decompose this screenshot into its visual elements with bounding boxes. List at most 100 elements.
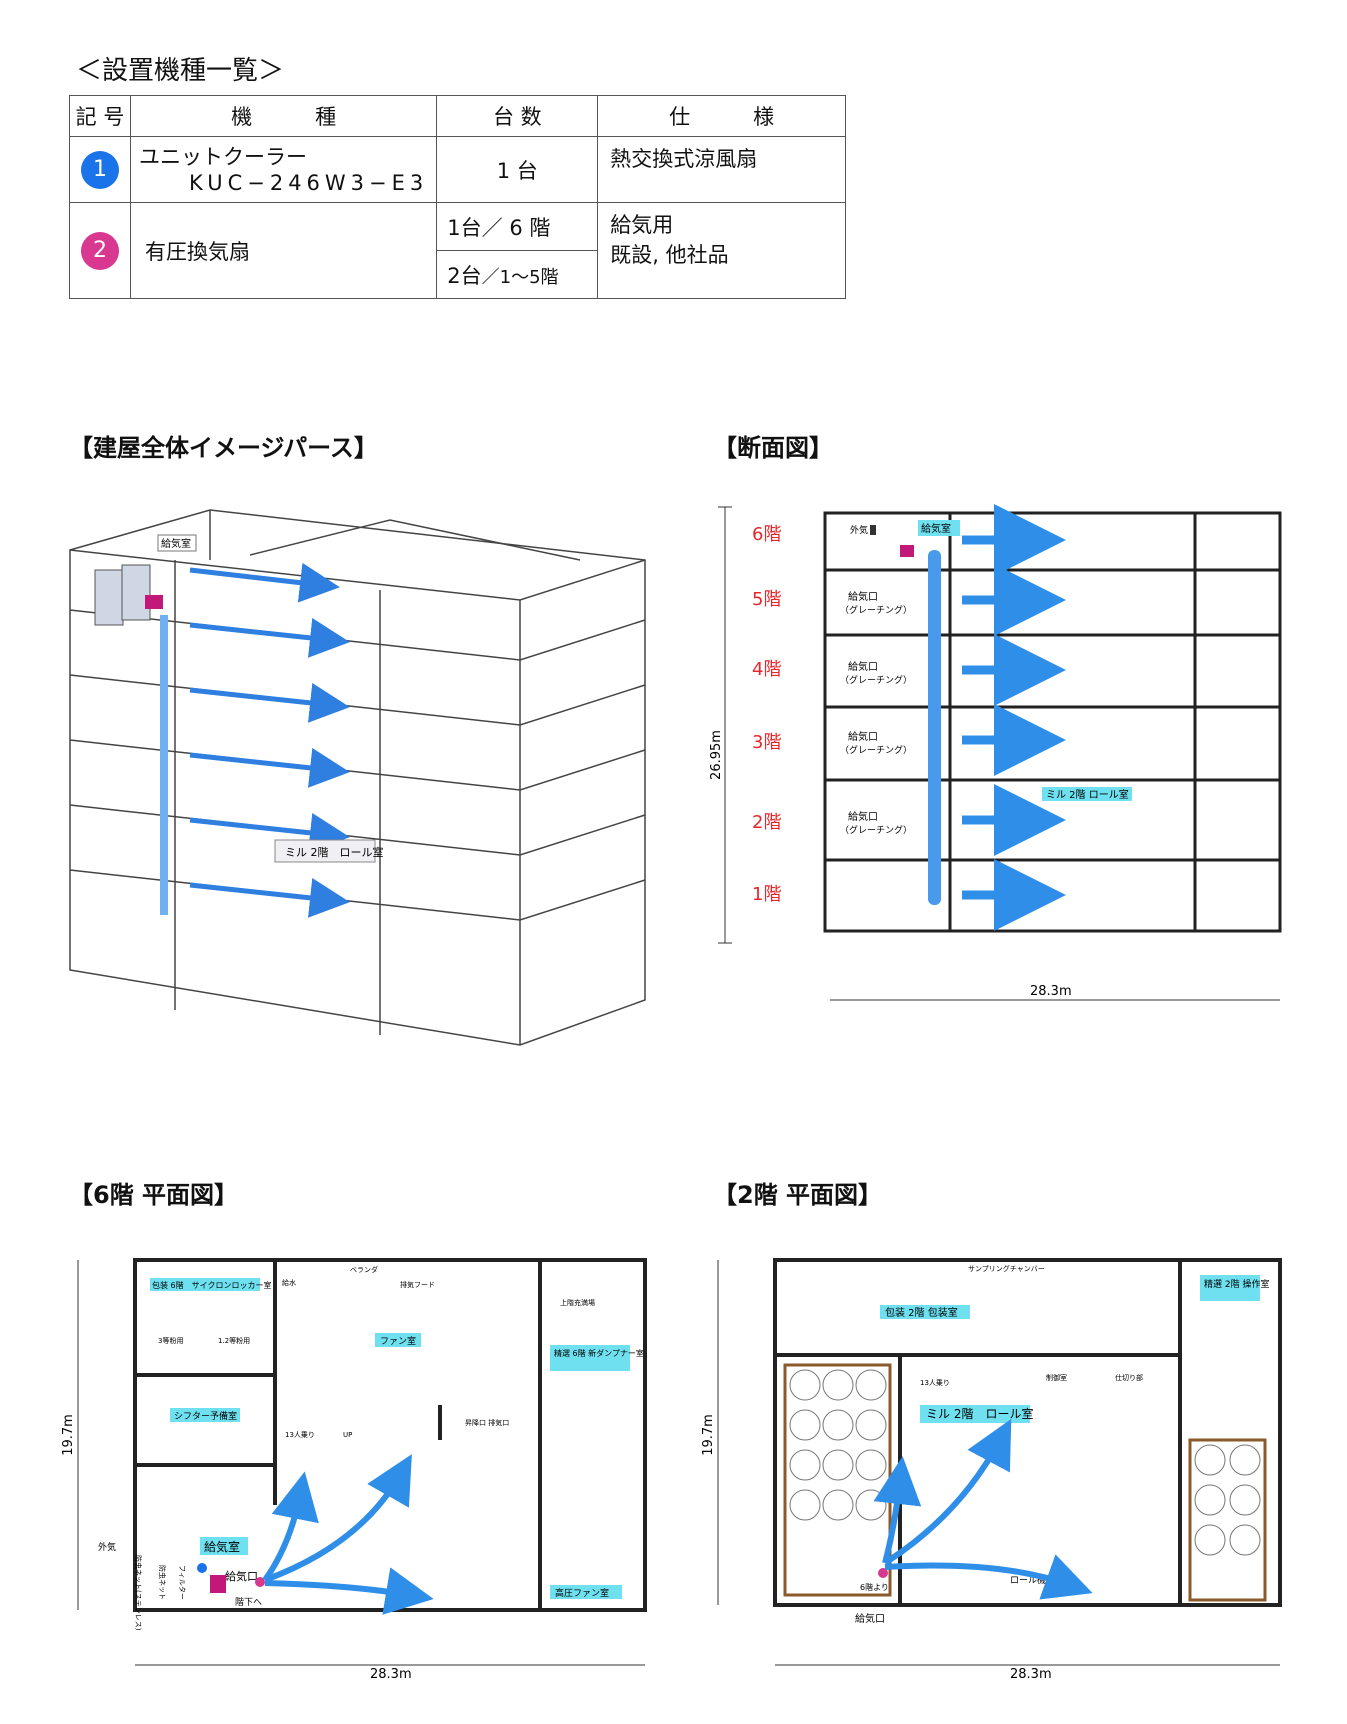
section-mill-room: ミル 2階 ロール室 (1046, 788, 1129, 801)
plan6-vent: 給気口 (225, 1569, 258, 1583)
plan2-room-control: 精選 2階 操作室 (1204, 1278, 1269, 1290)
plan6-unit-icon (210, 1575, 226, 1593)
plan6-misc1: 給水 (282, 1278, 296, 1287)
model-2: 有圧換気扇 (129, 202, 438, 299)
plan2-diagram: 19.7m 28.3m 包装 2階 包装室 精選 2階 操作室 ミル 2階 ロー… (701, 1258, 1282, 1682)
plan6-misc3: 上階充満場 (560, 1298, 595, 1307)
section-outside-air: 外気 (850, 524, 868, 536)
plan2-from6: 6階より (860, 1582, 889, 1592)
plan6-flow-arrows (262, 1454, 434, 1615)
col-qty: 台 数 (436, 95, 599, 137)
section-width: 28.3m (1030, 984, 1072, 999)
col-spec: 仕 様 (597, 95, 846, 137)
spec-2-line1: 給気用 (610, 213, 674, 237)
plan6-misc4: 13人乗り (285, 1430, 315, 1439)
plan2-symbol-2 (878, 1568, 888, 1578)
section-height: 26.95m (709, 730, 724, 780)
plan2-width: 28.3m (1010, 1667, 1052, 1682)
unit-cooler-icon (145, 595, 163, 609)
spec-2-line2: 既設, 他社品 (610, 243, 729, 267)
plan6-width: 28.3m (370, 1667, 412, 1682)
floor-label-4: 4階 (752, 659, 781, 680)
plan6-room-hpfan: 高圧ファン室 (555, 1587, 609, 1599)
symbol-1-badge: 1 (81, 150, 119, 189)
plan6-exhaust-hood: 排気フード (400, 1280, 435, 1289)
plan6-room-dampener: 精選 6階 新ダンプナー室 (554, 1348, 644, 1358)
plan6-room-sub1: 3等粉用 (158, 1336, 183, 1345)
plan6-outside-air: 外気 (98, 1541, 116, 1553)
plan6-supply-room: 給気室 (204, 1539, 240, 1554)
section-flow-arrows (962, 504, 1066, 931)
duct-icon (160, 615, 168, 915)
plan6-room-cyclone: 包装 6階 サイクロンロッカー室 (152, 1280, 271, 1290)
floor-label-5: 5階 (752, 589, 781, 610)
vent-label: 給気口 (848, 660, 878, 673)
plan6-net2: 防虫ネット (158, 1565, 167, 1600)
table-row: 1 ユニットクーラー KUC−246W3−E3 1 台 熱交換式涼風扇 (69, 136, 846, 203)
plan6-symbol-1 (197, 1563, 207, 1573)
vent-label-sub: （グレーチング） (840, 674, 912, 686)
spec-1: 熱交換式涼風扇 (597, 136, 846, 203)
plan2-misc2: 仕切り部 (1115, 1373, 1143, 1382)
plan2-room-mill: ミル 2階 ロール室 (926, 1406, 1033, 1421)
floor-label-3: 3階 (752, 732, 781, 753)
qty-2b-floor: ／1～5階 (481, 266, 559, 288)
section-diagram: 26.95m 28.3m 6階 5階 4階 3階 2階 1階 外気 給気室 給気… (709, 504, 1282, 1001)
plan6-room-fan: ファン室 (380, 1335, 416, 1347)
plan2-silos (783, 1363, 1267, 1602)
qty-1: 1 台 (436, 136, 599, 203)
floor-label-1: 1階 (752, 884, 781, 905)
col-model: 機 種 (129, 95, 438, 137)
perspective-diagram: 給気室 ミル 2階 ロール室 (69, 509, 646, 1046)
list-title: ＜設置機種一覧＞ (76, 56, 285, 86)
plan2-flow-arrows (873, 1418, 1093, 1600)
table-header-row: 記 号 機 種 台 数 仕 様 (69, 95, 846, 137)
vent-label-sub: （グレーチング） (840, 604, 912, 616)
vent-label: 給気口 (848, 590, 878, 603)
plan2-misc3: サンプリングチャンバー (968, 1264, 1045, 1273)
qty-2a-count: 1台 (447, 215, 482, 240)
table-row: 2 有圧換気扇 1台／ 6 階 給気用 既設, 他社品 (69, 202, 846, 299)
col-symbol: 記 号 (69, 95, 131, 137)
floor-labels: 6階 5階 4階 3階 2階 1階 (752, 524, 781, 905)
plan6-up: UP (343, 1431, 352, 1439)
vent-label: 給気口 (848, 810, 878, 823)
floor-label-6: 6階 (752, 524, 781, 545)
plan6-veranda: ベランダ (350, 1265, 378, 1274)
spec-table: 記 号 機 種 台 数 仕 様 1 ユニットクーラー KUC−246W3−E3 … (69, 95, 846, 299)
qty-2a-floor: ／ 6 階 (481, 215, 551, 240)
qty-2b-count: 2台 (447, 263, 482, 288)
plan6-room-sub2: 1.2等粉用 (218, 1336, 250, 1345)
plan6-net1: 防虫ネット(ステンレス) (134, 1555, 143, 1631)
section-title-perspective: 【建屋全体イメージパース】 (69, 434, 378, 462)
section-title-section: 【断面図】 (713, 434, 833, 462)
floor-label-2: 2階 (752, 812, 781, 833)
model-1-line2: KUC−246W3−E3 (189, 171, 429, 195)
persp-supply-room: 給気室 (161, 537, 191, 550)
plan2-misc1: 13人乗り (920, 1378, 950, 1387)
plan2-room-packing: 包装 2階 包装室 (885, 1306, 958, 1319)
plan6-filter: フィルター (178, 1565, 187, 1600)
symbol-2-badge: 2 (81, 231, 119, 270)
plan6-diagram: 19.7m 28.3m 包装 6階 サイクロンロッカー室 3等粉用 1.2等粉用… (61, 1258, 647, 1682)
plan6-downstairs: 階下へ (235, 1597, 262, 1608)
vent-label: 給気口 (848, 730, 878, 743)
section-supply-room: 給気室 (921, 522, 951, 535)
flow-arrows (189, 562, 350, 918)
plan6-misc2: 昇降口 排気口 (465, 1418, 509, 1427)
section-unit-icon (900, 545, 914, 557)
table-row: 2台／1～5階 (70, 250, 846, 299)
plan2-vent: 給気口 (855, 1612, 885, 1625)
persp-mill-room: ミル 2階 ロール室 (285, 845, 384, 859)
vent-label-sub: （グレーチング） (840, 824, 912, 836)
vent-label-sub: （グレーチング） (840, 744, 912, 756)
section-duct-icon (928, 550, 941, 905)
plan6-height: 19.7m (61, 1414, 76, 1456)
plan2-room-ctrl: 制御室 (1046, 1373, 1067, 1382)
plan6-symbol-2 (255, 1577, 265, 1587)
plan6-room-sifter: シフター予備室 (174, 1410, 237, 1422)
plan2-height: 19.7m (701, 1414, 716, 1456)
model-1-line1: ユニットクーラー (139, 145, 307, 169)
section-title-plan6: 【6階 平面図】 (69, 1181, 239, 1209)
section-title-plan2: 【2階 平面図】 (713, 1181, 883, 1209)
